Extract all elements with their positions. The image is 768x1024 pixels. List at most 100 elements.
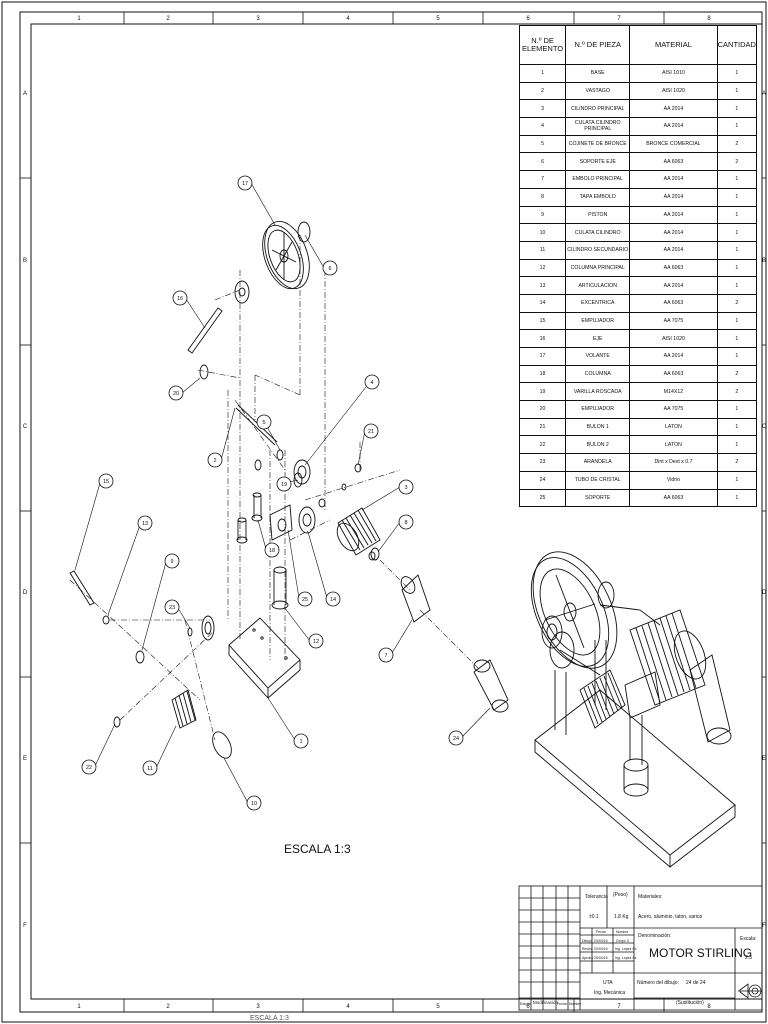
bom-cell-material: AA 2014 <box>629 99 718 119</box>
bom-cell-quantity: 1 <box>716 347 758 366</box>
balloon-number: 19 <box>281 482 287 488</box>
bom-cell-part: CULATA CILINDRO <box>565 223 631 242</box>
exploded-view <box>69 220 509 759</box>
title-block-lines <box>518 885 763 1011</box>
balloon-number: 6 <box>328 266 331 272</box>
balloon-number: 10 <box>251 801 257 807</box>
bom-cell-part: EMPUJADOR <box>565 311 631 331</box>
bom-cell-quantity: 2 <box>716 293 758 313</box>
bom-cell-quantity: 2 <box>716 453 758 472</box>
mod-name-label: Nombre <box>569 1002 582 1006</box>
bom-cell-quantity: 1 <box>716 400 758 419</box>
bom-cell-element: 5 <box>518 134 567 154</box>
zone-column-label: 1 <box>77 1004 81 1010</box>
bom-cell-material: M14X12 <box>629 382 718 402</box>
bom-cell-quantity: 1 <box>716 187 758 207</box>
drawn-date: 20/04/16 <box>594 939 608 943</box>
tolerance-value: ±0.1 <box>589 914 599 920</box>
materials-label: Materiales: <box>638 894 663 900</box>
bom-cell-element: 10 <box>518 223 567 242</box>
bom-cell-element: 15 <box>518 311 567 331</box>
bom-cell-quantity: 2 <box>716 364 758 384</box>
bom-cell-part: COLUMNA PRINCIPAL <box>565 258 631 278</box>
header-element-number: N.º DE ELEMENTO <box>518 25 567 65</box>
balloon-number: 24 <box>453 736 459 742</box>
substitution-label: (Sustitución) <box>676 1000 704 1006</box>
leader-lines <box>74 182 491 804</box>
bom-cell-material: AA 2014 <box>629 187 718 207</box>
balloon-number: 2 <box>213 458 216 464</box>
bom-cell-element: 24 <box>518 470 567 490</box>
bom-cell-quantity: 1 <box>716 470 758 490</box>
zone-column-label: 7 <box>617 1004 621 1010</box>
bom-cell-element: 14 <box>518 293 567 313</box>
bom-cell-part: COJINETE DE BRONCE <box>565 134 631 154</box>
bom-cell-element: 18 <box>518 364 567 384</box>
zone-column-label: 5 <box>436 1004 440 1010</box>
reviewed-date: 20/04/16 <box>594 947 608 951</box>
balloon-number: 25 <box>302 597 308 603</box>
bom-cell-part: BULON 1 <box>565 417 631 437</box>
bom-cell-part: SOPORTE <box>565 488 631 508</box>
bill-of-materials-table: N.º DE ELEMENTO N.º DE PIEZA MATERIAL CA… <box>518 25 758 508</box>
projection-symbol-icon <box>738 983 762 999</box>
bom-cell-quantity: 2 <box>716 152 758 172</box>
bom-cell-material: AA 2014 <box>629 240 718 260</box>
department-name: Ing. Mecánica <box>594 990 626 996</box>
bom-cell-material: LATON <box>629 435 718 455</box>
zone-row-label: F <box>762 923 766 929</box>
bom-cell-element: 19 <box>518 382 567 402</box>
bom-cell-quantity: 1 <box>716 81 758 101</box>
bom-cell-material: AA 2014 <box>629 117 718 136</box>
approved-name: Ing. López Sz. <box>615 956 638 960</box>
main-cylinder-part <box>336 507 381 556</box>
assembled-view <box>530 551 736 868</box>
bom-cell-quantity: 2 <box>716 134 758 154</box>
bom-cell-element: 13 <box>518 276 567 295</box>
balloon-number: 5 <box>262 420 265 426</box>
bom-cell-quantity: 1 <box>716 117 758 136</box>
bom-cell-material: BRONCE COMERCIAL <box>629 134 718 154</box>
bom-cell-part: VASTAGO <box>565 81 631 101</box>
bom-cell-material: AA 2014 <box>629 205 718 225</box>
weight-value: 1.8 Kg <box>614 914 629 920</box>
bom-cell-element: 8 <box>518 187 567 207</box>
bom-cell-quantity: 1 <box>716 488 758 508</box>
bom-cell-material: AA 7075 <box>629 400 718 419</box>
bom-cell-element: 17 <box>518 347 567 366</box>
weight-label: (Peso) <box>613 892 628 898</box>
balloon-number: 7 <box>384 653 387 659</box>
zone-row-label: A <box>762 91 766 97</box>
scale-field-label: Escala: <box>740 936 757 942</box>
zone-row-label: E <box>23 756 27 762</box>
drawing-number-value: 24 de 24 <box>686 980 706 986</box>
zone-row-label: A <box>23 91 27 97</box>
bom-cell-part: CULATA CILINDRO PRINCIPAL <box>565 117 631 136</box>
balloon-number: 13 <box>142 521 148 527</box>
zone-column-label: 8 <box>707 16 711 22</box>
bom-cell-element: 11 <box>518 240 567 260</box>
bom-cell-element: 6 <box>518 152 567 172</box>
header-part-number: N.º DE PIEZA <box>565 25 631 65</box>
zone-column-label: 4 <box>346 16 350 22</box>
zone-column-label: 8 <box>707 1004 711 1010</box>
zone-column-label: 3 <box>256 1004 260 1010</box>
zone-row-label: C <box>762 424 767 430</box>
bom-cell-quantity: 1 <box>716 435 758 455</box>
zone-ticks <box>20 12 766 1012</box>
bom-cell-material: AA 2014 <box>629 170 718 189</box>
date-header: Fecha <box>596 930 606 934</box>
